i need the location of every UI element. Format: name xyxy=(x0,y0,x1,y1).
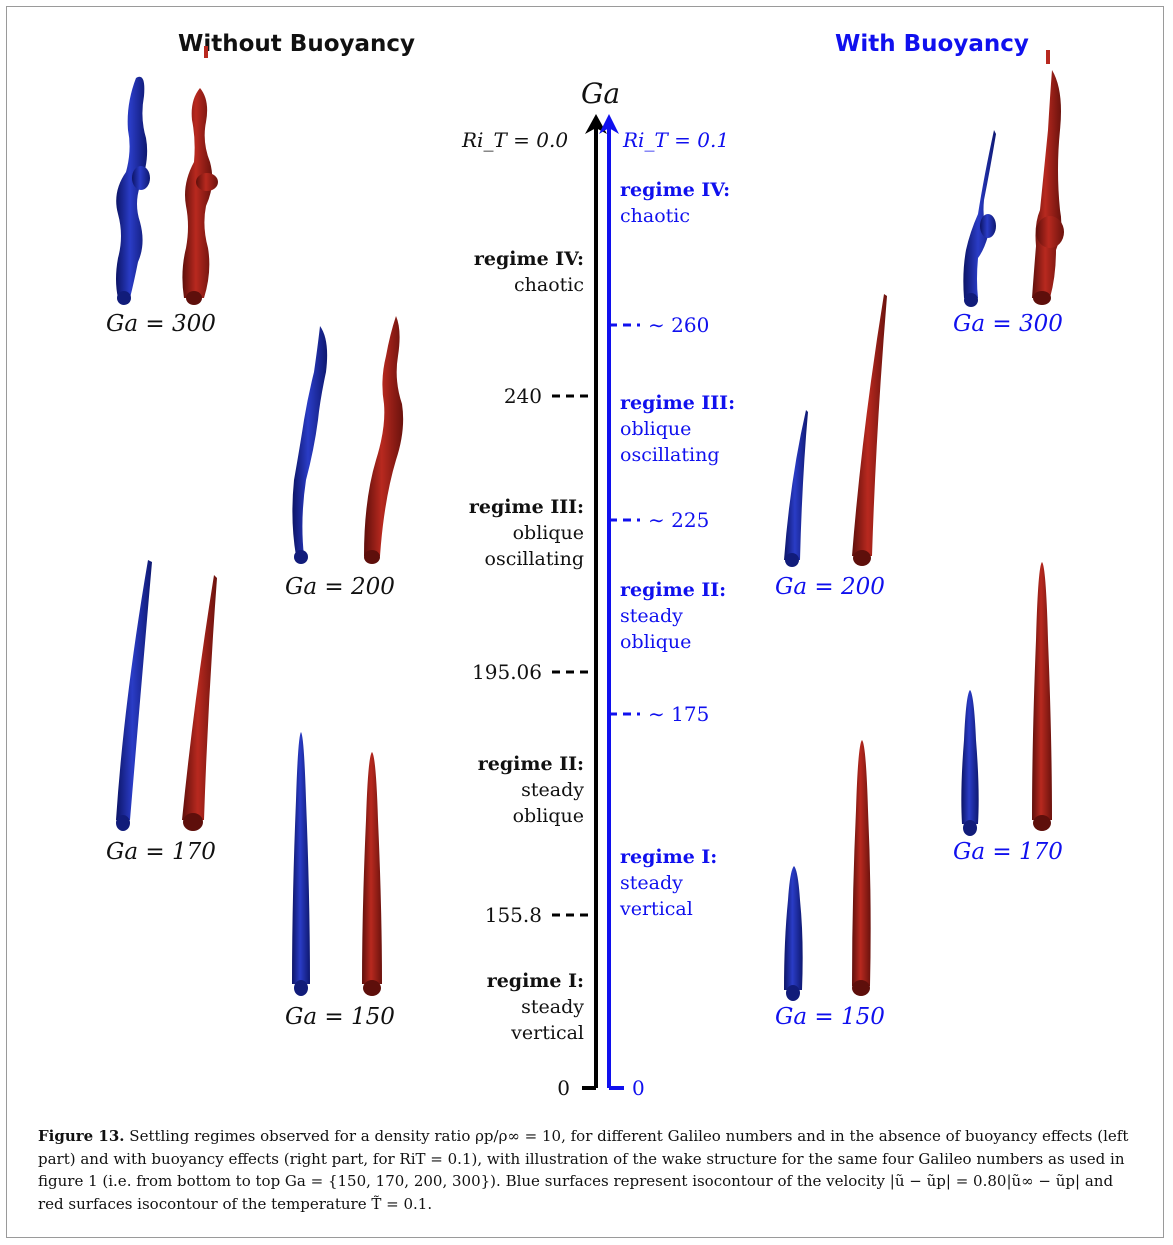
wake-left-ga150-blue xyxy=(292,732,310,996)
wake-right-ga170-blue xyxy=(961,690,979,836)
wake-left-ga170-red xyxy=(182,575,217,831)
wake-right-ga150-red xyxy=(852,740,871,996)
wake-left-ga300-blue xyxy=(116,76,150,305)
ga-label-right-300: Ga = 300 xyxy=(953,311,1063,337)
figure-caption: Figure 13. Settling regimes observed for… xyxy=(38,1125,1138,1215)
wake-left-ga150-red xyxy=(362,752,382,996)
wake-right-ga300-red xyxy=(1032,50,1064,305)
wake-left-ga200-blue xyxy=(292,326,328,564)
axis-right-label: Ri_T = 0.1 xyxy=(623,128,730,152)
ga-label-left-200: Ga = 200 xyxy=(285,574,395,600)
ga-label-left-300: Ga = 300 xyxy=(106,311,216,337)
tick-right-225: ∼ 225 xyxy=(648,508,710,532)
ga-label-right-200: Ga = 200 xyxy=(775,574,885,600)
heading-with-buoyancy: With Buoyancy xyxy=(835,31,1029,57)
figure-frame xyxy=(6,6,1164,1238)
ga-label-left-150: Ga = 150 xyxy=(285,1004,395,1030)
wake-right-ga200-blue xyxy=(784,410,808,567)
ga-label-right-150: Ga = 150 xyxy=(775,1004,885,1030)
tick-left-155: 155.8 xyxy=(484,903,542,927)
tick-left-240: 240 xyxy=(503,384,542,408)
tick-left-0: 0 xyxy=(557,1076,570,1100)
tick-right-175: ∼ 175 xyxy=(648,702,710,726)
axis-blue xyxy=(599,114,640,1090)
wake-left-ga170-blue xyxy=(116,560,152,831)
heading-without-buoyancy: Without Buoyancy xyxy=(178,31,416,57)
regime-left-iv: regime IV:chaotic xyxy=(473,248,584,296)
tick-right-0: 0 xyxy=(632,1076,645,1100)
wake-right-ga170-red xyxy=(1032,562,1052,831)
wake-right-ga200-red xyxy=(852,294,887,566)
ga-label-left-170: Ga = 170 xyxy=(106,839,216,865)
wake-left-ga300-red xyxy=(182,46,218,305)
wake-right-ga300-blue xyxy=(963,130,996,307)
ga-label-right-170: Ga = 170 xyxy=(953,839,1063,865)
tick-right-260: ∼ 260 xyxy=(648,313,710,337)
regime-right-iv: regime IV:chaotic xyxy=(620,179,731,227)
wake-left-ga200-red xyxy=(364,316,404,564)
axis-left-label: Ri_T = 0.0 xyxy=(462,128,569,152)
wake-right-ga150-blue xyxy=(784,866,803,1001)
tick-left-195: 195.06 xyxy=(472,660,542,684)
caption-text: Settling regimes observed for a density … xyxy=(38,1127,1129,1213)
axis-title: Ga xyxy=(581,77,621,110)
caption-label: Figure 13. xyxy=(38,1127,125,1145)
